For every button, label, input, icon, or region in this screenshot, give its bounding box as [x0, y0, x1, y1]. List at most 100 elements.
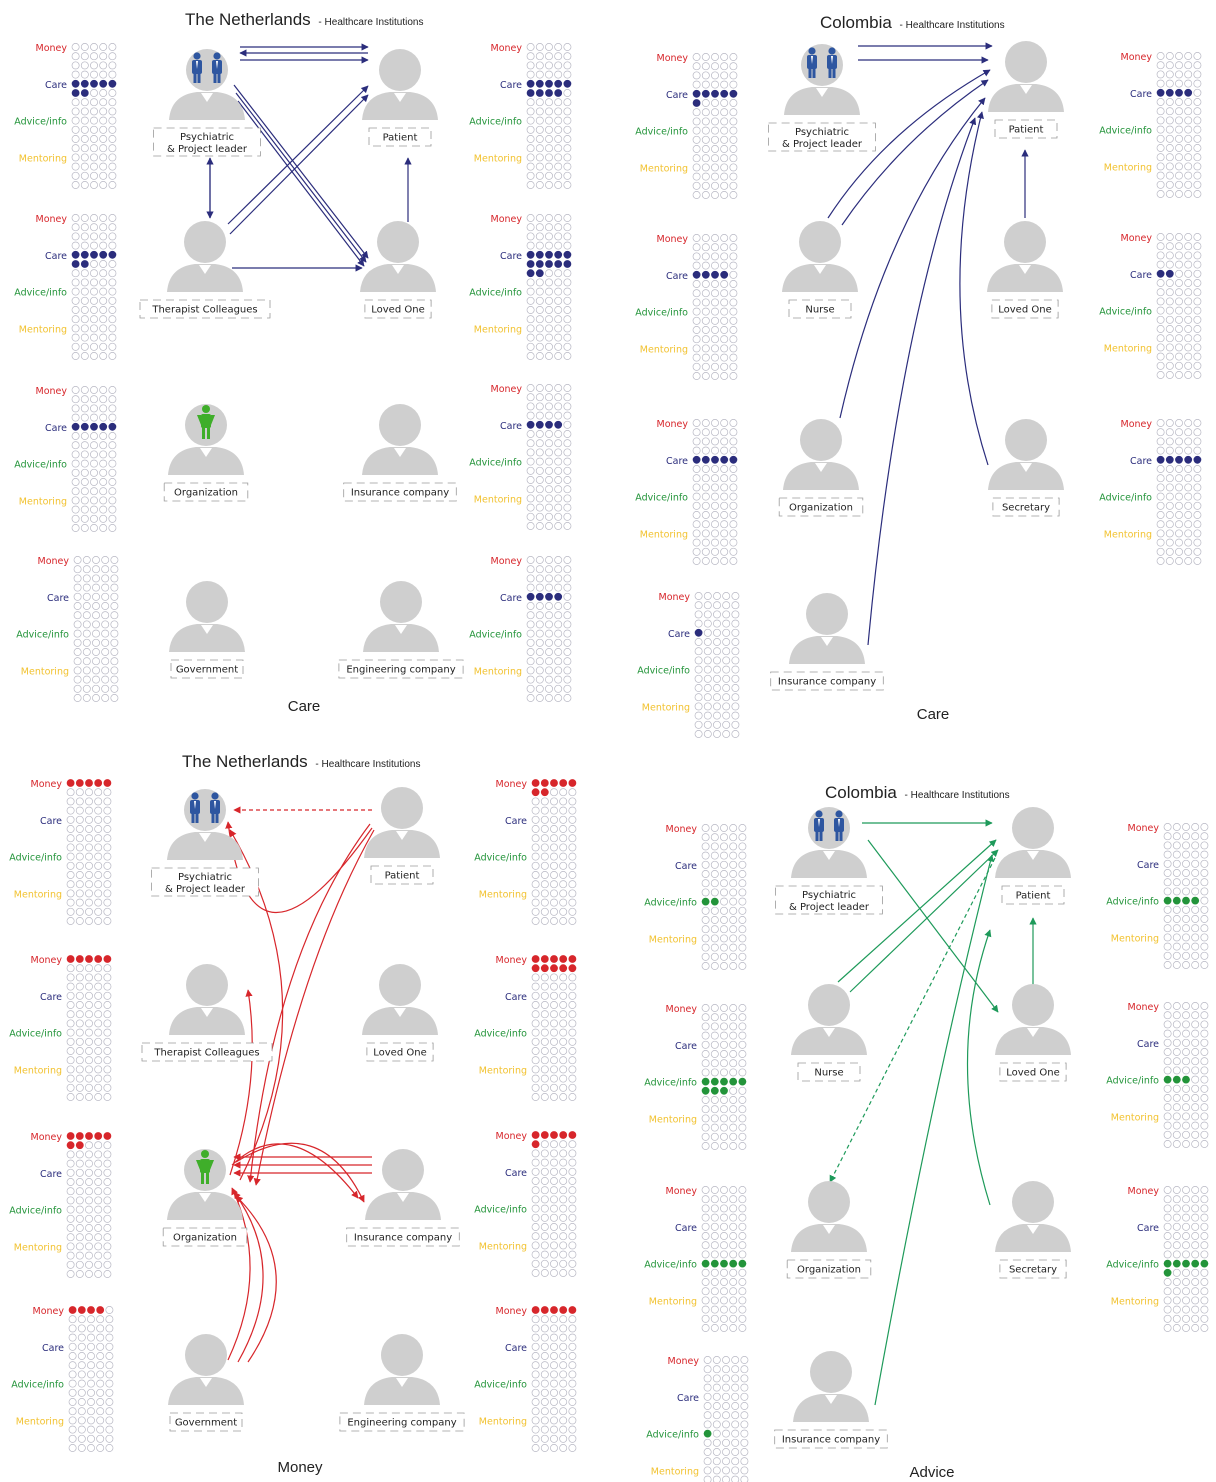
empty-dot: [692, 243, 701, 252]
empty-dot: [1182, 1287, 1190, 1296]
empty-dot: [712, 1383, 721, 1392]
category-label-mentoring: Mentoring: [1104, 343, 1152, 354]
empty-dot: [540, 1444, 549, 1452]
empty-dot: [531, 861, 540, 870]
empty-dot: [101, 602, 110, 610]
empty-dot: [75, 1205, 84, 1214]
empty-dot: [535, 565, 544, 574]
empty-dot: [729, 307, 738, 316]
empty-dot: [731, 1438, 740, 1447]
empty-dot: [526, 162, 535, 171]
filled-dot-care: [90, 250, 98, 259]
empty-dot: [535, 171, 544, 180]
empty-dot: [568, 1010, 577, 1019]
empty-dot: [729, 1142, 738, 1150]
empty-dot: [563, 98, 572, 107]
empty-dot: [554, 315, 563, 324]
empty-dot: [701, 326, 710, 334]
category-label-money: Money: [1128, 1186, 1160, 1197]
empty-dot: [1175, 297, 1183, 306]
empty-dot: [568, 1416, 577, 1425]
empty-dot: [99, 171, 108, 180]
empty-dot: [701, 492, 710, 501]
empty-dot: [535, 107, 544, 116]
empty-dot: [720, 71, 729, 80]
empty-dot: [559, 1315, 568, 1324]
empty-dot: [80, 162, 89, 171]
empty-dot: [1200, 832, 1209, 841]
empty-dot: [80, 107, 89, 116]
empty-dot: [692, 316, 701, 325]
empty-dot: [66, 797, 75, 806]
empty-dot: [731, 619, 740, 628]
empty-dot: [701, 353, 710, 362]
empty-dot: [82, 611, 91, 620]
empty-dot: [559, 1370, 568, 1379]
category-label-mentoring: Mentoring: [649, 934, 697, 945]
empty-dot: [96, 1379, 105, 1388]
empty-dot: [526, 352, 535, 360]
empty-dot: [701, 1105, 710, 1114]
empty-dot: [1200, 850, 1209, 859]
empty-dot: [1163, 1305, 1172, 1314]
empty-dot: [710, 1022, 719, 1031]
empty-dot: [99, 386, 108, 394]
filled-dot-care: [554, 592, 563, 601]
node-gov: Government: [169, 581, 245, 679]
empty-dot: [71, 135, 80, 143]
empty-dot: [526, 135, 535, 143]
empty-dot: [550, 917, 558, 925]
empty-dot: [531, 1259, 540, 1268]
empty-dot: [101, 694, 110, 702]
empty-dot: [1193, 428, 1202, 437]
empty-dot: [550, 843, 558, 852]
empty-dot: [1193, 437, 1202, 446]
empty-dot: [71, 278, 80, 287]
category-label-mentoring: Mentoring: [1111, 1296, 1159, 1307]
node-label-box: [775, 885, 883, 915]
empty-dot: [1172, 1213, 1181, 1222]
filled-dot-advice: [1191, 896, 1200, 905]
empty-dot: [73, 657, 82, 666]
node-nur: Nurse: [791, 984, 867, 1082]
empty-dot: [559, 880, 568, 889]
empty-dot: [729, 465, 738, 473]
node-label-box: [153, 127, 261, 157]
empty-dot: [94, 825, 103, 833]
empty-dot: [545, 232, 553, 241]
empty-dot: [1175, 334, 1183, 343]
empty-dot: [703, 1448, 712, 1456]
empty-dot: [71, 333, 80, 342]
empty-dot: [526, 611, 535, 620]
empty-dot: [1172, 1057, 1181, 1066]
empty-dot: [90, 43, 98, 51]
empty-dot: [66, 907, 75, 916]
empty-dot: [729, 71, 738, 80]
empty-dot: [1184, 529, 1193, 538]
empty-dot: [1184, 297, 1193, 306]
empty-dot: [729, 261, 738, 270]
empty-dot: [1200, 1278, 1209, 1286]
empty-dot: [559, 1333, 568, 1342]
empty-dot: [80, 514, 89, 523]
person-icon: [988, 419, 1064, 490]
empty-dot: [99, 306, 108, 314]
category-label-mentoring: Mentoring: [474, 494, 522, 505]
empty-dot: [711, 316, 719, 325]
empty-dot: [94, 1187, 103, 1196]
empty-dot: [1165, 334, 1174, 343]
empty-dot: [1182, 915, 1190, 923]
node-psy: Psychiatric& Project leader: [151, 789, 259, 897]
empty-dot: [80, 116, 89, 125]
empty-dot: [1193, 492, 1202, 501]
empty-dot: [1184, 557, 1193, 565]
empty-dot: [103, 797, 112, 806]
filled-dot-money: [531, 1131, 540, 1139]
empty-dot: [711, 557, 719, 565]
empty-dot: [559, 834, 568, 843]
empty-dot: [545, 61, 553, 70]
panel-footer: Care: [288, 698, 321, 715]
empty-dot: [710, 870, 719, 878]
empty-dot: [729, 943, 738, 952]
